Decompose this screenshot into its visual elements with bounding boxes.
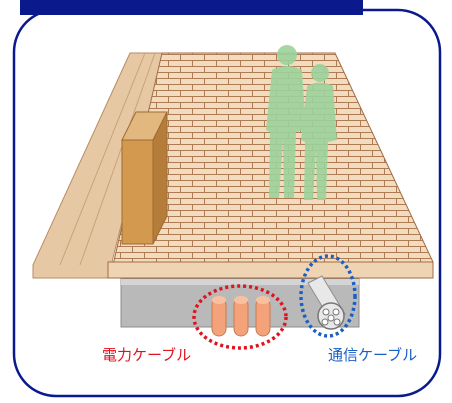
pedestrians-icon (266, 45, 337, 200)
curb-line (79, 52, 156, 266)
bench-side (152, 111, 168, 245)
title-bar (20, 0, 363, 15)
power-cable-highlight (192, 284, 288, 350)
power-cable-icon (211, 296, 271, 337)
telecom-cable-label: 通信ケーブル (328, 346, 417, 364)
telecom-cable-icon (307, 275, 346, 330)
duct-box-top (121, 279, 359, 285)
curb-line (59, 52, 146, 266)
bench-icon (121, 139, 154, 245)
sidewalk-edge (107, 261, 434, 279)
telecom-cable-highlight (299, 254, 357, 338)
power-cable-label: 電力ケーブル (102, 346, 191, 364)
